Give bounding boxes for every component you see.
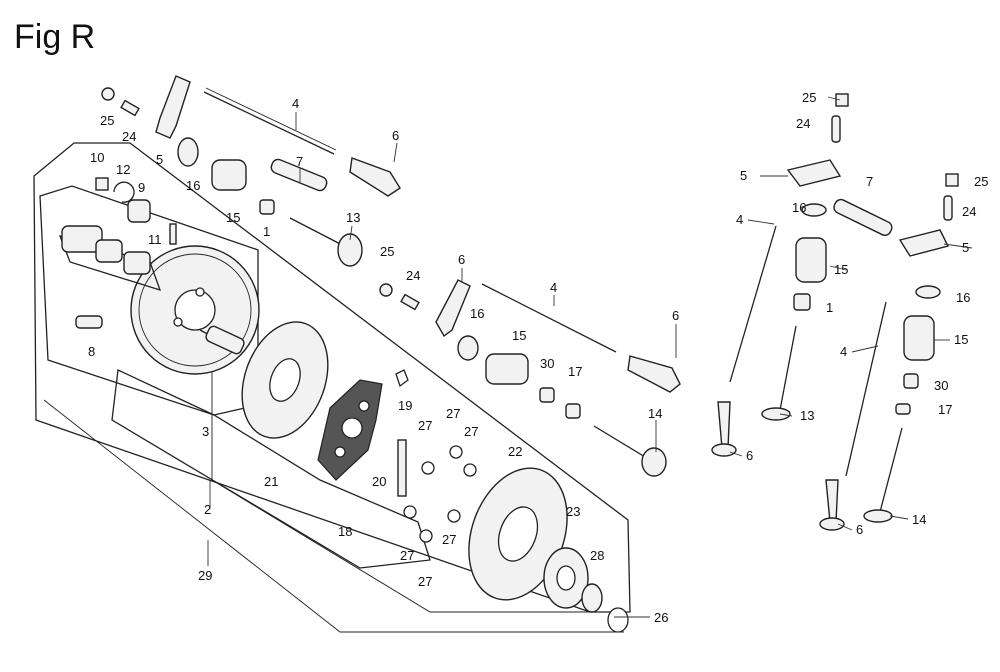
callout-label: 24 bbox=[796, 116, 810, 131]
callout-label: 27 bbox=[400, 548, 414, 563]
callout-label: 5 bbox=[156, 152, 163, 167]
callout-label: 9 bbox=[138, 180, 145, 195]
callout-label: 4 bbox=[736, 212, 743, 227]
callout-label: 27 bbox=[446, 406, 460, 421]
callout-label: 20 bbox=[372, 474, 386, 489]
callout-label: 7 bbox=[866, 174, 873, 189]
callout-label: 25 bbox=[100, 113, 114, 128]
callout-label: 4 bbox=[292, 96, 299, 111]
callout-label: 27 bbox=[418, 574, 432, 589]
callout-label: 24 bbox=[962, 204, 976, 219]
callout-label: 1 bbox=[826, 300, 833, 315]
callout-label: 17 bbox=[938, 402, 952, 417]
callout-label: 25 bbox=[974, 174, 988, 189]
callout-label: 29 bbox=[198, 568, 212, 583]
callout-label: 3 bbox=[202, 424, 209, 439]
callout-label: 27 bbox=[464, 424, 478, 439]
callout-label: 25 bbox=[380, 244, 394, 259]
callout-label: 6 bbox=[392, 128, 399, 143]
callout-label: 16 bbox=[470, 306, 484, 321]
callout-label: 23 bbox=[566, 504, 580, 519]
left-valvetrain bbox=[75, 75, 401, 329]
callout-label: 7 bbox=[296, 154, 303, 169]
callout-label: 14 bbox=[648, 406, 662, 421]
callout-label: 4 bbox=[840, 344, 847, 359]
callout-label: 30 bbox=[540, 356, 554, 371]
callout-label: 12 bbox=[116, 162, 130, 177]
callout-label: 16 bbox=[956, 290, 970, 305]
callout-label: 4 bbox=[550, 280, 557, 295]
callout-label: 13 bbox=[346, 210, 360, 225]
callout-label: 26 bbox=[654, 610, 668, 625]
callout-labels: 4 6 7 5 25 24 10 12 9 16 15 1 13 11 8 25… bbox=[88, 90, 988, 625]
callout-label: 10 bbox=[90, 150, 104, 165]
callout-label: 21 bbox=[264, 474, 278, 489]
callout-label: 19 bbox=[398, 398, 412, 413]
governor-shaft bbox=[395, 369, 409, 497]
callout-label: 27 bbox=[418, 418, 432, 433]
callout-label: 15 bbox=[512, 328, 526, 343]
callout-label: 5 bbox=[740, 168, 747, 183]
callout-label: 6 bbox=[672, 308, 679, 323]
callout-label: 27 bbox=[442, 532, 456, 547]
callout-label: 25 bbox=[802, 90, 816, 105]
callout-label: 24 bbox=[406, 268, 420, 283]
callout-label: 6 bbox=[458, 252, 465, 267]
callout-label: 15 bbox=[954, 332, 968, 347]
callout-label: 6 bbox=[856, 522, 863, 537]
callout-label: 16 bbox=[186, 178, 200, 193]
gear-plate bbox=[468, 467, 568, 601]
callout-label: 15 bbox=[226, 210, 240, 225]
callout-label: 18 bbox=[338, 524, 352, 539]
callout-label: 8 bbox=[88, 344, 95, 359]
governor-holder bbox=[317, 379, 383, 481]
middle-valvetrain bbox=[379, 279, 681, 477]
callout-label: 17 bbox=[568, 364, 582, 379]
right-valvetrain bbox=[711, 93, 959, 531]
callout-label: 30 bbox=[934, 378, 948, 393]
pulley-assembly bbox=[543, 547, 629, 633]
leader-lines bbox=[207, 96, 973, 618]
callout-label: 28 bbox=[590, 548, 604, 563]
callout-label: 13 bbox=[800, 408, 814, 423]
callout-label: 16 bbox=[792, 200, 806, 215]
callout-label: 6 bbox=[746, 448, 753, 463]
governor-disc bbox=[241, 321, 329, 439]
camshaft-gear bbox=[58, 225, 260, 375]
callout-label: 24 bbox=[122, 129, 136, 144]
callout-label: 5 bbox=[962, 240, 969, 255]
callout-label: 2 bbox=[204, 502, 211, 517]
balls bbox=[403, 445, 477, 543]
callout-label: 15 bbox=[834, 262, 848, 277]
callout-label: 11 bbox=[148, 232, 162, 247]
figure-title: Fig R bbox=[14, 18, 96, 56]
callout-label: 14 bbox=[912, 512, 926, 527]
callout-label: 22 bbox=[508, 444, 522, 459]
callout-label: 1 bbox=[263, 224, 270, 239]
